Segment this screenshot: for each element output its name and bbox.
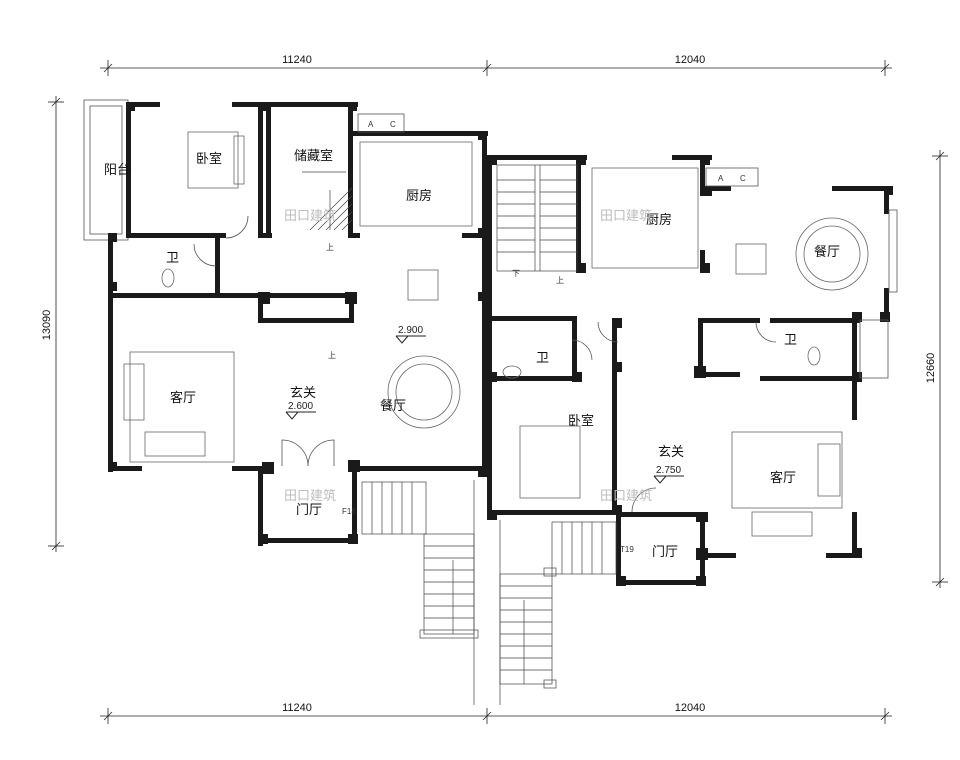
door-swings xyxy=(193,215,777,513)
ac-mark-a-left: A xyxy=(368,120,374,129)
watermark-3: 田口建筑 xyxy=(284,488,336,504)
room-label-living-left: 客厅 xyxy=(170,390,196,406)
dim-left: 13090 xyxy=(41,310,53,341)
up-mark-left: 上 xyxy=(328,351,336,360)
elevation-mark-foyer-left: 2.600 xyxy=(285,401,316,420)
left-unit-walls xyxy=(83,99,488,546)
down-mark-right: 下 xyxy=(512,269,520,278)
watermark-1: 田口建筑 xyxy=(284,208,336,224)
elevation-mark-dining-left: 2.900 xyxy=(395,325,426,344)
dim-right: 12660 xyxy=(925,353,937,384)
furniture xyxy=(123,131,869,537)
room-label-balcony: 阳台 xyxy=(104,163,130,178)
dim-bottom-left: 11240 xyxy=(282,702,312,714)
room-label-entry-left: 门厅 xyxy=(296,503,322,518)
watermark-2: 田口建筑 xyxy=(600,208,652,224)
stair-tag-left: F18 xyxy=(342,507,356,516)
room-label-storage: 储藏室 xyxy=(294,148,333,164)
ac-mark-c-right: C xyxy=(740,174,746,183)
elev-foyer-left: 2.600 xyxy=(288,401,313,412)
room-label-dining-left: 餐厅 xyxy=(380,398,406,414)
dimension-lines xyxy=(48,60,948,724)
ac-units: A C A C xyxy=(357,113,759,187)
room-label-bath-right-b: 卫 xyxy=(784,333,797,348)
room-label-kitchen-right: 厨房 xyxy=(646,212,672,228)
room-label-entry-right: 门厅 xyxy=(652,545,678,560)
room-label-bedroom-left: 卧室 xyxy=(196,151,222,167)
stair-tag-right: T19 xyxy=(620,545,634,554)
room-label-living-right: 客厅 xyxy=(770,470,796,486)
room-label-foyer-left: 玄关 xyxy=(290,386,316,401)
up-mark-right: 上 xyxy=(556,276,564,285)
room-label-foyer-right: 玄关 xyxy=(658,445,684,460)
stairs xyxy=(302,164,617,705)
ac-mark-c-left: C xyxy=(390,120,396,129)
room-label-dining-right: 餐厅 xyxy=(814,244,840,260)
elevation-mark-foyer-right: 2.750 xyxy=(653,465,684,484)
room-label-kitchen-left: 厨房 xyxy=(406,188,432,204)
ac-mark-a-right: A xyxy=(718,174,724,183)
up-mark-left-storage: 上 xyxy=(326,243,334,252)
elev-dining-left: 2.900 xyxy=(398,325,423,336)
watermark-4: 田口建筑 xyxy=(600,488,652,504)
dim-top-left: 11240 xyxy=(282,54,312,66)
right-unit-walls xyxy=(487,155,898,586)
room-label-bedroom-right: 卧室 xyxy=(568,413,594,429)
room-label-bath-right-a: 卫 xyxy=(536,351,549,366)
dim-bottom-right: 12040 xyxy=(675,702,706,714)
dim-top-right: 12040 xyxy=(675,54,706,66)
room-label-bath-left: 卫 xyxy=(166,251,179,266)
elev-foyer-right: 2.750 xyxy=(656,465,681,476)
